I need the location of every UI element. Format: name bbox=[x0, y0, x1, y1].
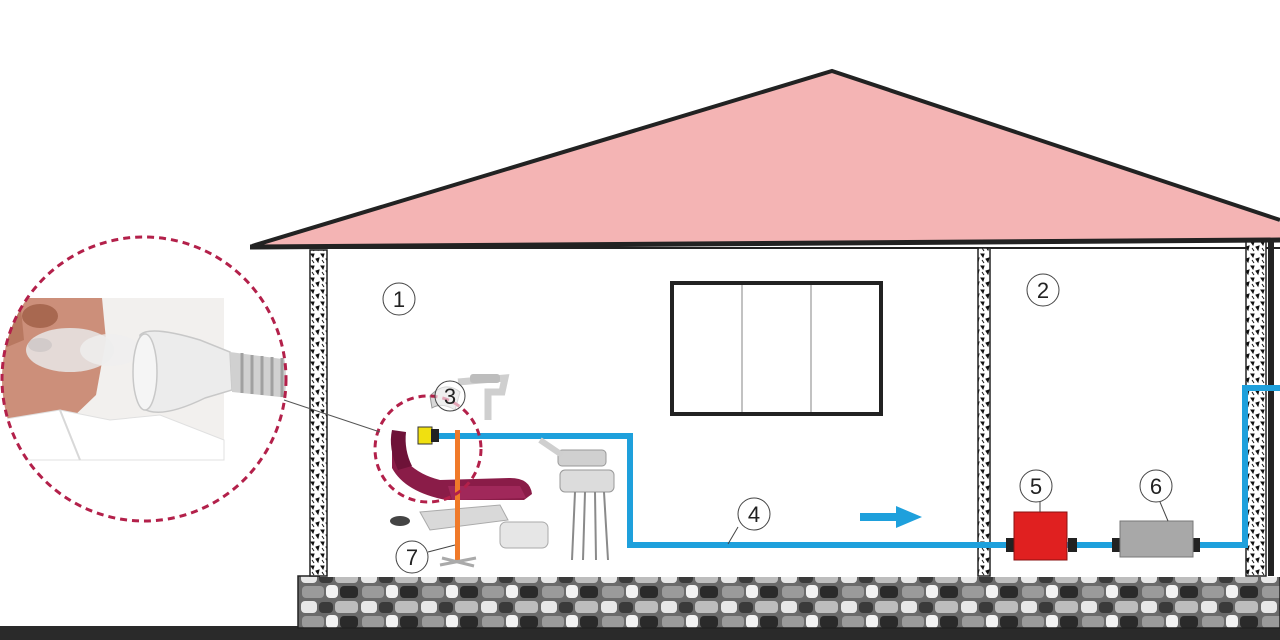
chair-stand bbox=[439, 556, 477, 568]
air-pipe bbox=[438, 385, 1280, 548]
label-unit-red: 5 bbox=[1019, 469, 1053, 512]
right-wall-inner-line bbox=[1268, 240, 1274, 576]
flow-arrow-icon bbox=[860, 506, 922, 528]
right-outer-wall bbox=[1245, 239, 1267, 577]
roof bbox=[252, 71, 1280, 246]
svg-text:2: 2 bbox=[1037, 278, 1049, 303]
label-pipe: 4 bbox=[727, 497, 771, 545]
roof-outline bbox=[251, 68, 1280, 248]
leader-line bbox=[283, 399, 381, 433]
patient-blowing-into-breath-collector-photo bbox=[0, 235, 288, 523]
left-outer-wall bbox=[309, 249, 328, 577]
partition-wall bbox=[977, 247, 991, 577]
label-mouthpiece: 3 bbox=[434, 380, 466, 412]
label-tube: 7 bbox=[395, 540, 456, 574]
detail-marker-circle bbox=[373, 394, 483, 504]
label-unit-grey: 6 bbox=[1139, 469, 1173, 522]
svg-text:5: 5 bbox=[1030, 474, 1042, 499]
unit-red-box bbox=[1006, 511, 1077, 561]
mouthpiece bbox=[417, 426, 439, 445]
label-room-2: 2 bbox=[1026, 273, 1060, 307]
window bbox=[670, 281, 883, 416]
svg-text:4: 4 bbox=[748, 502, 760, 527]
svg-text:6: 6 bbox=[1150, 474, 1162, 499]
svg-text:3: 3 bbox=[444, 384, 456, 409]
svg-text:7: 7 bbox=[406, 545, 418, 570]
stone-foundation bbox=[297, 575, 1280, 629]
dental-chair-icon bbox=[390, 374, 615, 561]
ground-line bbox=[0, 626, 1280, 640]
orange-tube bbox=[455, 430, 460, 562]
svg-text:1: 1 bbox=[393, 287, 405, 312]
roof-eave bbox=[249, 237, 1280, 250]
unit-grey-box bbox=[1112, 520, 1200, 558]
label-room-1: 1 bbox=[382, 282, 416, 316]
